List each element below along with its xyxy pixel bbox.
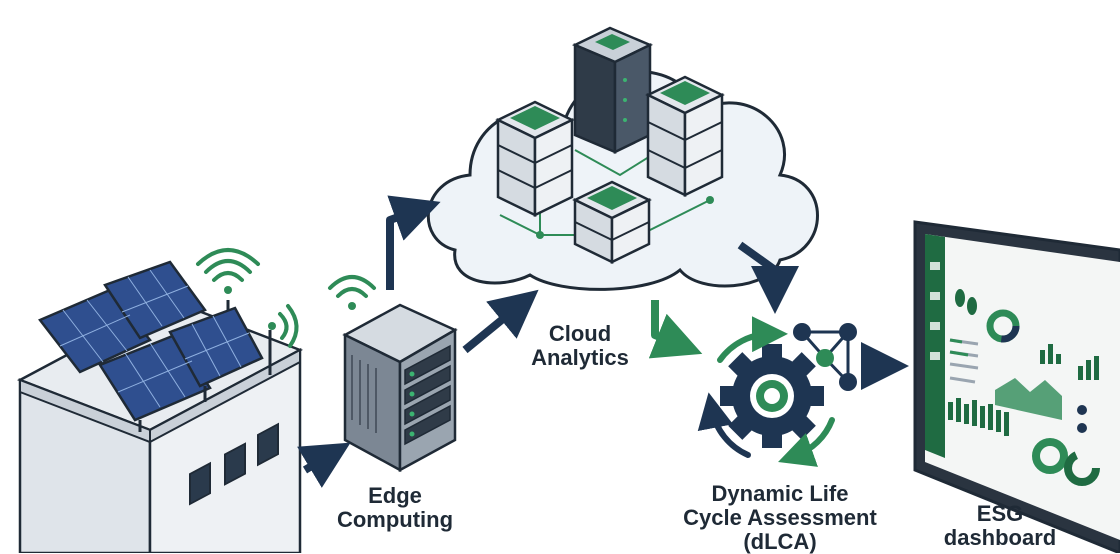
server-rack-icon (645, 75, 725, 197)
dlca-label-line-1: Dynamic Life (711, 481, 849, 506)
arrow-icon (648, 300, 703, 359)
edge-label-line-1: Edge (368, 483, 422, 508)
arrow-icon (297, 195, 909, 488)
edge-computing-label: Edge Computing (330, 484, 460, 532)
solar-panel-icon (38, 260, 264, 432)
wifi-signal-icon (196, 248, 260, 294)
wifi-signal-icon (328, 275, 376, 310)
esg-label-line-2: dashboard (943, 525, 1057, 550)
esg-label-line-1: ESG (976, 501, 1024, 526)
dlca-label: Dynamic Life Cycle Assessment (dLCA) (660, 482, 900, 554)
tablet-icon (913, 220, 1120, 553)
edge-label-line-2: Computing (336, 507, 454, 532)
esg-dashboard-label: ESG dashboard (935, 502, 1065, 550)
cloud-label-line-1: Cloud (548, 321, 612, 346)
server-rack-icon (572, 180, 652, 264)
cycle-arrows-icon (697, 316, 835, 467)
gear-icon (720, 344, 824, 448)
wifi-signal-icon (268, 304, 299, 348)
cloud-label-line-2: Analytics (531, 345, 629, 370)
dlca-label-line-2: Cycle Assessment (683, 505, 877, 530)
server-rack-icon (495, 100, 575, 217)
cloud-analytics-label: Cloud Analytics (520, 322, 640, 370)
network-nodes-icon (793, 323, 857, 391)
server-rack-icon (342, 303, 458, 473)
dlca-label-line-3: (dLCA) (743, 529, 817, 554)
server-rack-icon (571, 26, 654, 154)
